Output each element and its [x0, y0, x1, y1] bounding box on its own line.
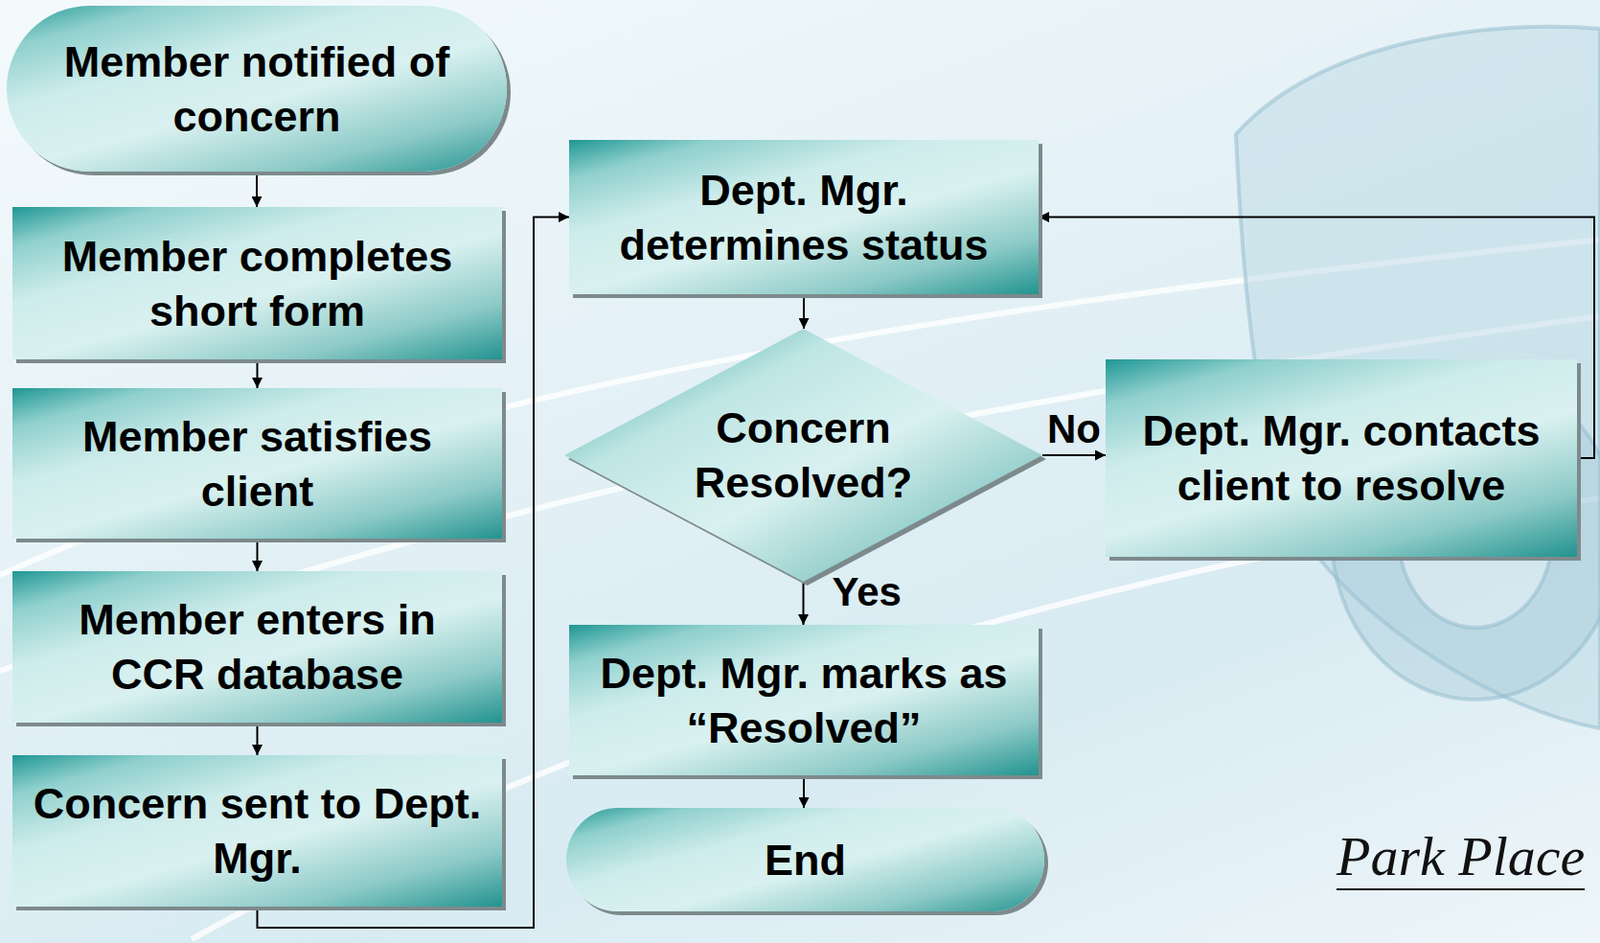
process-box: Dept. Mgr. contacts client to resolve	[1105, 359, 1578, 557]
node-text: Concern Resolved?	[642, 400, 965, 510]
flow-arrow	[802, 775, 805, 808]
flow-arrow	[256, 359, 259, 389]
node-text: Dept. Mgr. contacts client to resolve	[1105, 403, 1578, 513]
flow-arrow	[802, 581, 805, 625]
end-terminator: End	[566, 807, 1045, 912]
flow-arrow	[255, 171, 258, 207]
logo-text: Park Place	[1336, 823, 1585, 891]
edge-label: No	[1047, 407, 1101, 452]
process-box: Dept. Mgr. marks as “Resolved”	[569, 624, 1039, 776]
node-text: Dept. Mgr. determines status	[569, 162, 1039, 273]
node-text: Dept. Mgr. marks as “Resolved”	[569, 645, 1039, 755]
decision-diamond: Concern Resolved?	[564, 328, 1043, 582]
process-box: Concern sent to Dept. Mgr.	[12, 754, 503, 907]
flow-arrow	[802, 294, 805, 329]
node-text: End	[747, 832, 864, 888]
flow-arrow	[256, 538, 259, 572]
node-text: Member notified of concern	[6, 34, 507, 144]
node-text: Member satisfies client	[12, 409, 503, 519]
process-box: Member completes short form	[12, 206, 503, 360]
flow-arrow	[1042, 454, 1106, 457]
node-text: Concern sent to Dept. Mgr.	[12, 776, 503, 886]
start-terminator: Member notified of concern	[6, 5, 507, 172]
node-text: Member enters in CCR database	[12, 592, 503, 702]
flow-arrow	[256, 722, 259, 755]
node-text: Member completes short form	[12, 228, 503, 339]
process-box: Dept. Mgr. determines status	[569, 139, 1039, 295]
process-box: Member enters in CCR database	[12, 571, 503, 723]
diamond-outline	[564, 328, 1043, 582]
process-box: Member satisfies client	[12, 388, 503, 539]
edge-label: Yes	[832, 570, 902, 615]
